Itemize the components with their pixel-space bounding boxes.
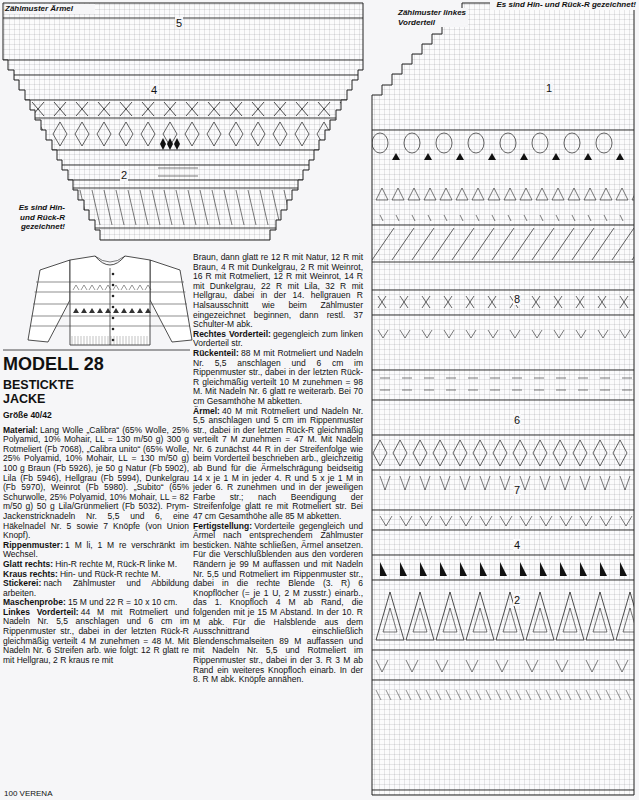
chart-note: Zählmuster linkes Vorderteil: [398, 8, 468, 27]
chart-note: Zählmuster Ärmel: [5, 4, 95, 14]
paragraph: Kraus rechts:Hin- und Rück-R rechte M.: [3, 570, 189, 580]
paragraph: Linkes Vorderteil:44 M mit Rotmeliert un…: [3, 608, 189, 666]
body-text: Braun, dann glatt re 12 R mit Natur, 12 …: [193, 252, 363, 329]
paragraph: BESTICKTE JACKE: [3, 378, 113, 406]
section-heading: Glatt rechts:: [3, 559, 53, 569]
model-title: MODELL 28: [3, 354, 104, 374]
section-heading: Rückenteil:: [193, 348, 239, 358]
jacket-illustration: [28, 256, 192, 345]
chart-number: 2: [513, 594, 521, 606]
paragraph: Rechtes Vorderteil:gegengleich zum linke…: [193, 330, 363, 349]
section-heading: Material:: [3, 425, 38, 435]
paragraph: Stickerei:nach Zählmuster und Abbildung …: [3, 579, 189, 598]
text-column: Braun, dann glatt re 12 R mit Natur, 12 …: [193, 253, 363, 685]
chart-number: 8: [513, 293, 521, 305]
paragraph: Rippenmuster:1 M li, 1 M re verschränkt …: [3, 541, 189, 560]
paragraph: Braun, dann glatt re 12 R mit Natur, 12 …: [193, 253, 363, 330]
paragraph: Ärmel:40 M mit Rotmeliert und Nadeln Nr.…: [193, 407, 363, 522]
body-text: 15 M und 22 R = 10 x 10 cm.: [68, 597, 177, 607]
section-heading: Rechtes Vorderteil:: [193, 329, 271, 339]
chart-number: 6: [513, 414, 521, 426]
body-text: Vorderteile gegengleich und Ärmel nach e…: [193, 521, 363, 685]
body-text: BESTICKTE JACKE: [3, 378, 74, 406]
chart-number: 1: [545, 82, 553, 94]
chart-number: 5: [175, 17, 183, 29]
section-heading: Stickerei:: [3, 578, 41, 588]
section-heading: Ärmel:: [193, 406, 220, 416]
paragraph: MODELL 28: [3, 354, 189, 374]
body-text: Lang Wolle „Calibra“ (65% Wolle, 25% Pol…: [3, 425, 189, 541]
body-text: 40 M mit Rotmeliert und Nadeln Nr. 5,5 a…: [193, 406, 363, 522]
body-text: Hin- und Rück-R rechte M.: [60, 569, 161, 579]
body-text: 44 M mit Rotmeliert und Nadeln Nr. 5,5 a…: [3, 607, 189, 665]
section-heading: Maschenprobe:: [3, 597, 66, 607]
body-text: Größe 40/42: [3, 410, 52, 420]
section-heading: Kraus rechts:: [3, 569, 58, 579]
chart-number: 7: [513, 484, 521, 496]
body-text: Hin-R rechte M, Rück-R linke M.: [55, 559, 177, 569]
section-heading: Rippenmuster:: [3, 540, 63, 550]
section-heading: Linkes Vorderteil:: [3, 607, 79, 617]
paragraph: Material:Lang Wolle „Calibra“ (65% Wolle…: [3, 426, 189, 541]
paragraph: Rückenteil:88 M mit Rotmeliert und Nadel…: [193, 349, 363, 407]
paragraph: Glatt rechts:Hin-R rechte M, Rück-R link…: [3, 560, 189, 570]
chart-note: Es sind Hin- und Rück-R gezeichnet!: [3, 203, 65, 232]
chart-number: 4: [150, 84, 158, 96]
paragraph: Maschenprobe:15 M und 22 R = 10 x 10 cm.: [3, 598, 189, 608]
paragraph: Fertigstellung:Vorderteile gegengleich u…: [193, 522, 363, 685]
chart-number: 2: [120, 169, 128, 181]
text-column: MODELL 28 BESTICKTE JACKE Größe 40/42Mater…: [3, 354, 189, 665]
section-heading: Fertigstellung:: [193, 521, 252, 531]
page-footer: 100 VERENA: [3, 788, 53, 800]
chart-number: 4: [513, 539, 521, 551]
paragraph: Größe 40/42: [3, 411, 189, 421]
body-text: 88 M mit Rotmeliert und Nadeln Nr. 5,5 a…: [193, 348, 363, 406]
chart-note: Es sind Hin- und Rück-R gezeichnet!: [490, 0, 636, 10]
